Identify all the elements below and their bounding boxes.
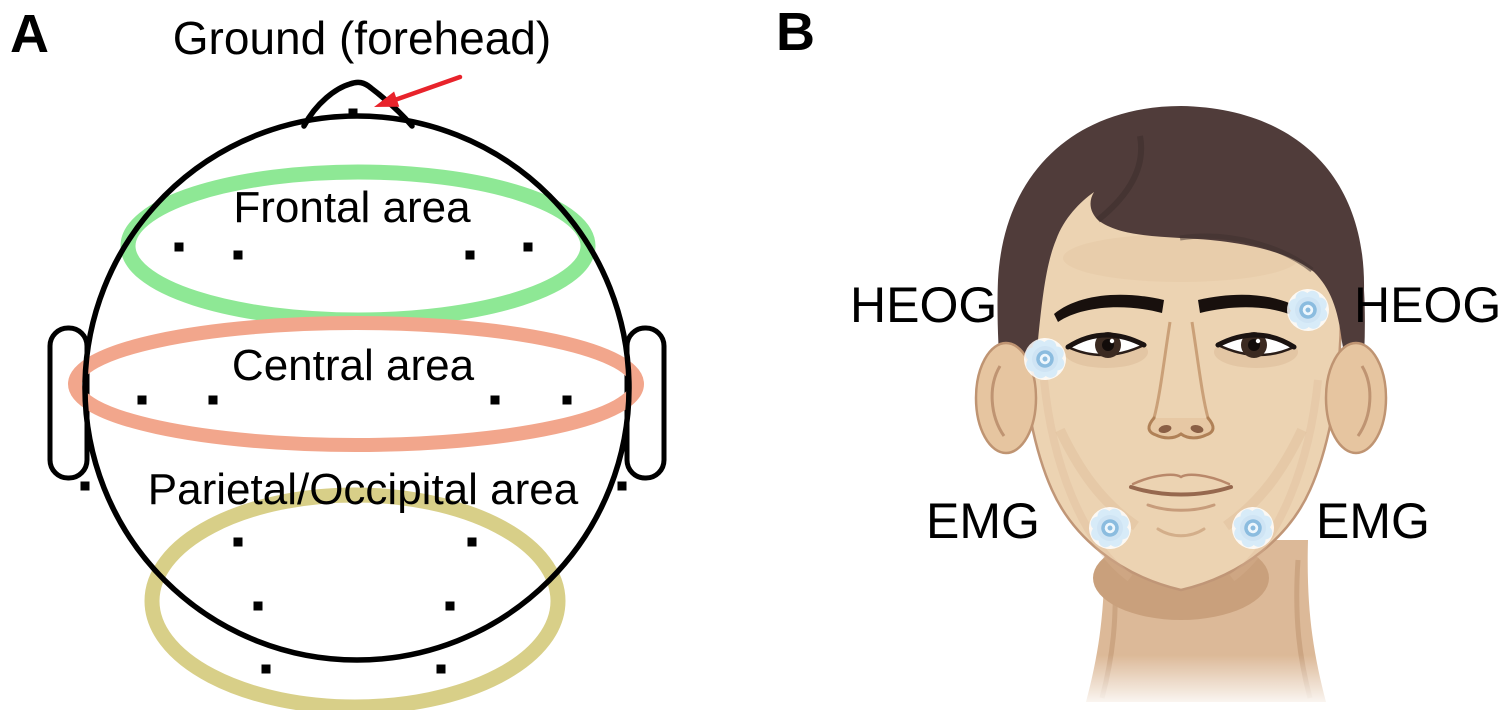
eeg-electrode-dot <box>436 664 446 674</box>
frontal-area-label: Frontal area <box>233 183 471 232</box>
panel-a-head-diagram: A Ground (forehead) Frontal area Central… <box>10 4 667 710</box>
panel-b-face-diagram: B HEOG HEOG EMG EMG <box>750 0 1500 710</box>
eyebrows <box>1054 294 1308 322</box>
eeg-electrode-dot <box>562 395 572 405</box>
ground-label: Ground (forehead) <box>173 12 551 64</box>
eeg-electrode-dot <box>253 601 263 611</box>
emg-right-label: EMG <box>1316 493 1430 549</box>
neck-fade <box>1050 655 1330 710</box>
eeg-electrode-dots <box>80 108 627 674</box>
mouth <box>1129 473 1233 538</box>
ground-pointer-arrow-icon <box>374 74 463 107</box>
eeg-electrode-dot <box>490 395 500 405</box>
panel-b-label: B <box>776 2 815 62</box>
eeg-electrode-dot <box>467 537 477 547</box>
eeg-electrode-dot <box>445 601 455 611</box>
heog-left-label: HEOG <box>850 277 997 333</box>
emg-left-label: EMG <box>926 493 1040 549</box>
eyes <box>1064 332 1298 368</box>
hair <box>997 106 1365 452</box>
eeg-electrode-dot <box>523 242 533 252</box>
face-front-diagram: B HEOG HEOG EMG EMG <box>776 2 1500 710</box>
parietal-occipital-area-label: Parietal/Occipital area <box>148 465 579 514</box>
eeg-electrode-dot <box>261 664 271 674</box>
eeg-electrode-dot <box>348 108 358 118</box>
eeg-electrode-dot <box>233 250 243 260</box>
parietal-occipital-region-ellipse <box>144 487 566 710</box>
head-topview-diagram: A Ground (forehead) Frontal area Central… <box>10 4 667 710</box>
eeg-electrode-dot <box>208 395 218 405</box>
heog-right-label: HEOG <box>1354 277 1500 333</box>
eeg-electrode-dot <box>233 537 243 547</box>
eeg-electrode-dot <box>617 481 627 491</box>
eeg-electrode-dot <box>465 250 475 260</box>
eeg-electrode-dot <box>137 395 147 405</box>
eeg-electrode-dot <box>174 242 184 252</box>
nose <box>1147 321 1215 440</box>
face-ears <box>974 341 1388 455</box>
panel-a-label: A <box>10 4 49 64</box>
eeg-electrode-dot <box>80 481 90 491</box>
central-area-label: Central area <box>232 341 475 390</box>
central-region-ellipse <box>68 316 644 452</box>
